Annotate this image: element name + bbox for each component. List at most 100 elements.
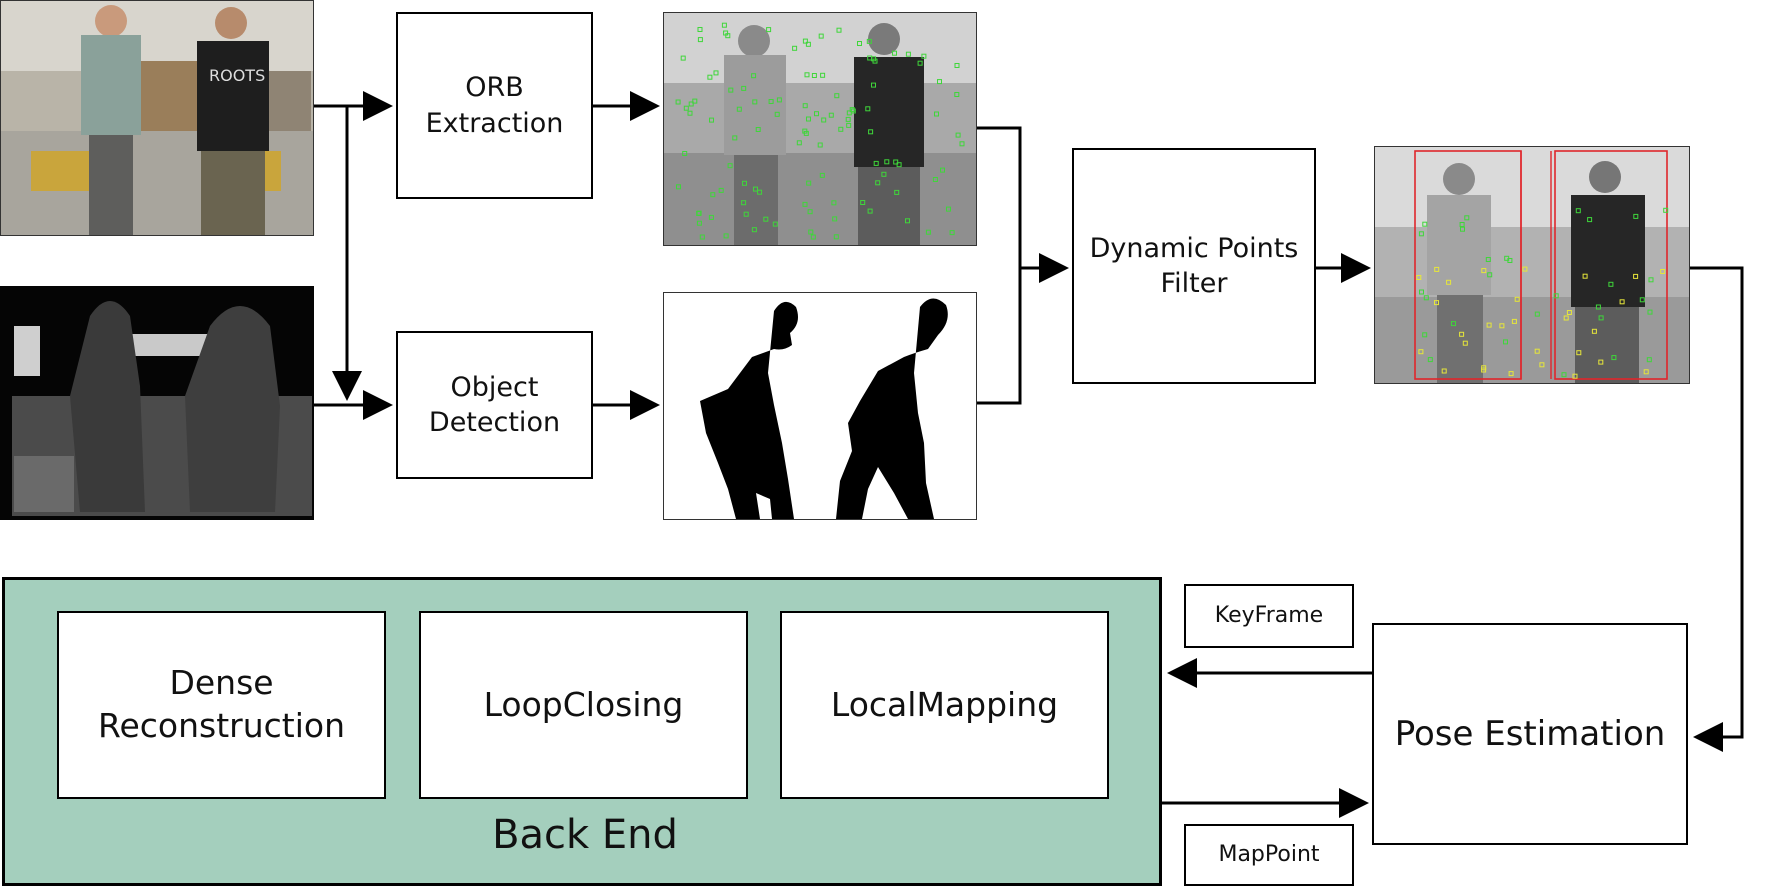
shirt-text: ROOTS <box>209 66 265 85</box>
depth-scene <box>0 286 314 520</box>
mappoint-tag: MapPoint <box>1184 824 1354 886</box>
feature-point-marker <box>802 128 808 134</box>
feature-point-marker <box>1561 372 1567 378</box>
keyframe-tag: KeyFrame <box>1184 584 1354 648</box>
feature-point-marker <box>1487 272 1493 278</box>
feature-point-marker <box>811 73 817 78</box>
feature-point-marker <box>1587 217 1593 223</box>
merge-bracket <box>977 126 1022 405</box>
static-point-marker <box>1416 275 1422 280</box>
feature-point-marker <box>736 106 742 112</box>
orb-extraction-box: ORB Extraction <box>396 12 593 199</box>
feature-point-marker <box>675 99 681 105</box>
static-point-marker <box>1486 322 1492 328</box>
feature-point-marker <box>680 55 686 61</box>
static-point-marker <box>1446 279 1452 285</box>
feature-point-marker <box>1608 281 1614 287</box>
feature-point-marker <box>688 101 694 107</box>
feature-point-marker <box>1611 355 1617 361</box>
feature-point-marker <box>755 127 761 132</box>
static-point-marker <box>1499 323 1505 329</box>
feature-point-marker <box>804 72 810 78</box>
feature-point-marker <box>709 117 714 123</box>
feature-point-marker <box>766 27 772 33</box>
feature-point-marker <box>676 184 681 190</box>
feature-point-marker <box>1418 231 1424 237</box>
feature-point-marker <box>792 45 798 51</box>
object-detection-label-2: Detection <box>428 407 561 438</box>
feature-point-marker <box>872 58 878 64</box>
feature-point-marker <box>867 208 873 214</box>
feature-point-marker <box>955 132 961 138</box>
feature-point-marker <box>1503 339 1508 345</box>
feature-point-marker <box>1534 311 1540 317</box>
feature-point-marker <box>954 92 960 97</box>
orb-extraction-label-2: Extraction <box>425 107 564 139</box>
static-point-marker <box>1459 331 1465 337</box>
feature-point-marker <box>699 234 705 240</box>
feature-point-marker <box>884 159 890 165</box>
feature-point-marker <box>865 106 871 112</box>
static-point-marker <box>1441 368 1447 374</box>
dense-reconstruction-box: Dense Reconstruction <box>57 611 386 799</box>
feature-point-marker <box>894 189 900 195</box>
feature-point-marker <box>1460 226 1465 232</box>
static-point-marker <box>1514 296 1520 302</box>
feature-point-marker <box>921 53 927 59</box>
rgb-input-image: ROOTS <box>0 0 314 236</box>
static-point-marker <box>1539 362 1545 368</box>
feature-point-marker <box>1648 277 1654 283</box>
feature-point-marker <box>810 234 816 240</box>
feature-point-marker <box>753 186 758 192</box>
feature-point-marker <box>934 111 939 117</box>
static-point-marker <box>1619 299 1625 305</box>
feature-point-marker <box>946 206 951 212</box>
feature-point-marker <box>817 142 823 148</box>
static-point-marker <box>1481 268 1487 274</box>
feature-point-marker <box>868 129 874 135</box>
mask-scene <box>700 298 948 519</box>
static-point-marker <box>1576 350 1582 356</box>
static-point-marker <box>1563 315 1569 321</box>
feature-point-marker <box>905 218 910 224</box>
feature-point-marker <box>937 79 942 85</box>
feature-point-marker <box>821 117 827 123</box>
feature-point-marker <box>905 51 911 57</box>
feature-point-marker <box>828 112 834 118</box>
feature-point-marker <box>1646 357 1652 363</box>
feature-point-marker <box>1422 332 1428 338</box>
orb-extraction-label-1: ORB <box>465 72 524 104</box>
feature-point-marker <box>1419 289 1424 295</box>
feature-point-marker <box>808 229 814 235</box>
feature-point-marker <box>802 103 808 109</box>
feature-point-marker <box>692 98 698 104</box>
feature-point-marker <box>768 99 774 104</box>
feature-point-marker <box>772 221 778 227</box>
feature-point-marker <box>806 180 812 186</box>
feature-point-marker <box>814 111 819 117</box>
feature-point-marker <box>743 211 749 217</box>
feature-point-marker <box>932 177 938 182</box>
static-point-marker <box>1462 340 1468 346</box>
pose-estimation-box: Pose Estimation <box>1372 623 1688 845</box>
feature-point-marker <box>774 111 780 117</box>
static-point-marker <box>1598 359 1604 365</box>
feature-point-marker <box>867 55 873 61</box>
feature-point-marker <box>1553 293 1559 299</box>
feature-point-marker <box>1459 222 1465 227</box>
feature-point-marker <box>1485 257 1491 262</box>
feature-point-marker <box>881 171 887 177</box>
feature-point-marker <box>718 187 724 193</box>
feature-point-marker <box>727 163 733 169</box>
static-point-marker <box>1582 273 1588 279</box>
feature-point-marker <box>917 60 923 66</box>
keyframe-label: KeyFrame <box>1214 602 1324 628</box>
feature-point-marker <box>697 37 703 43</box>
static-point-marker <box>1660 269 1666 274</box>
segmentation-mask-image <box>663 292 977 520</box>
depth-input-image <box>0 286 314 520</box>
static-point-marker <box>1566 310 1572 315</box>
feature-point-marker <box>713 70 719 76</box>
feature-point-marker <box>697 27 703 32</box>
feature-point-marker <box>959 141 965 147</box>
